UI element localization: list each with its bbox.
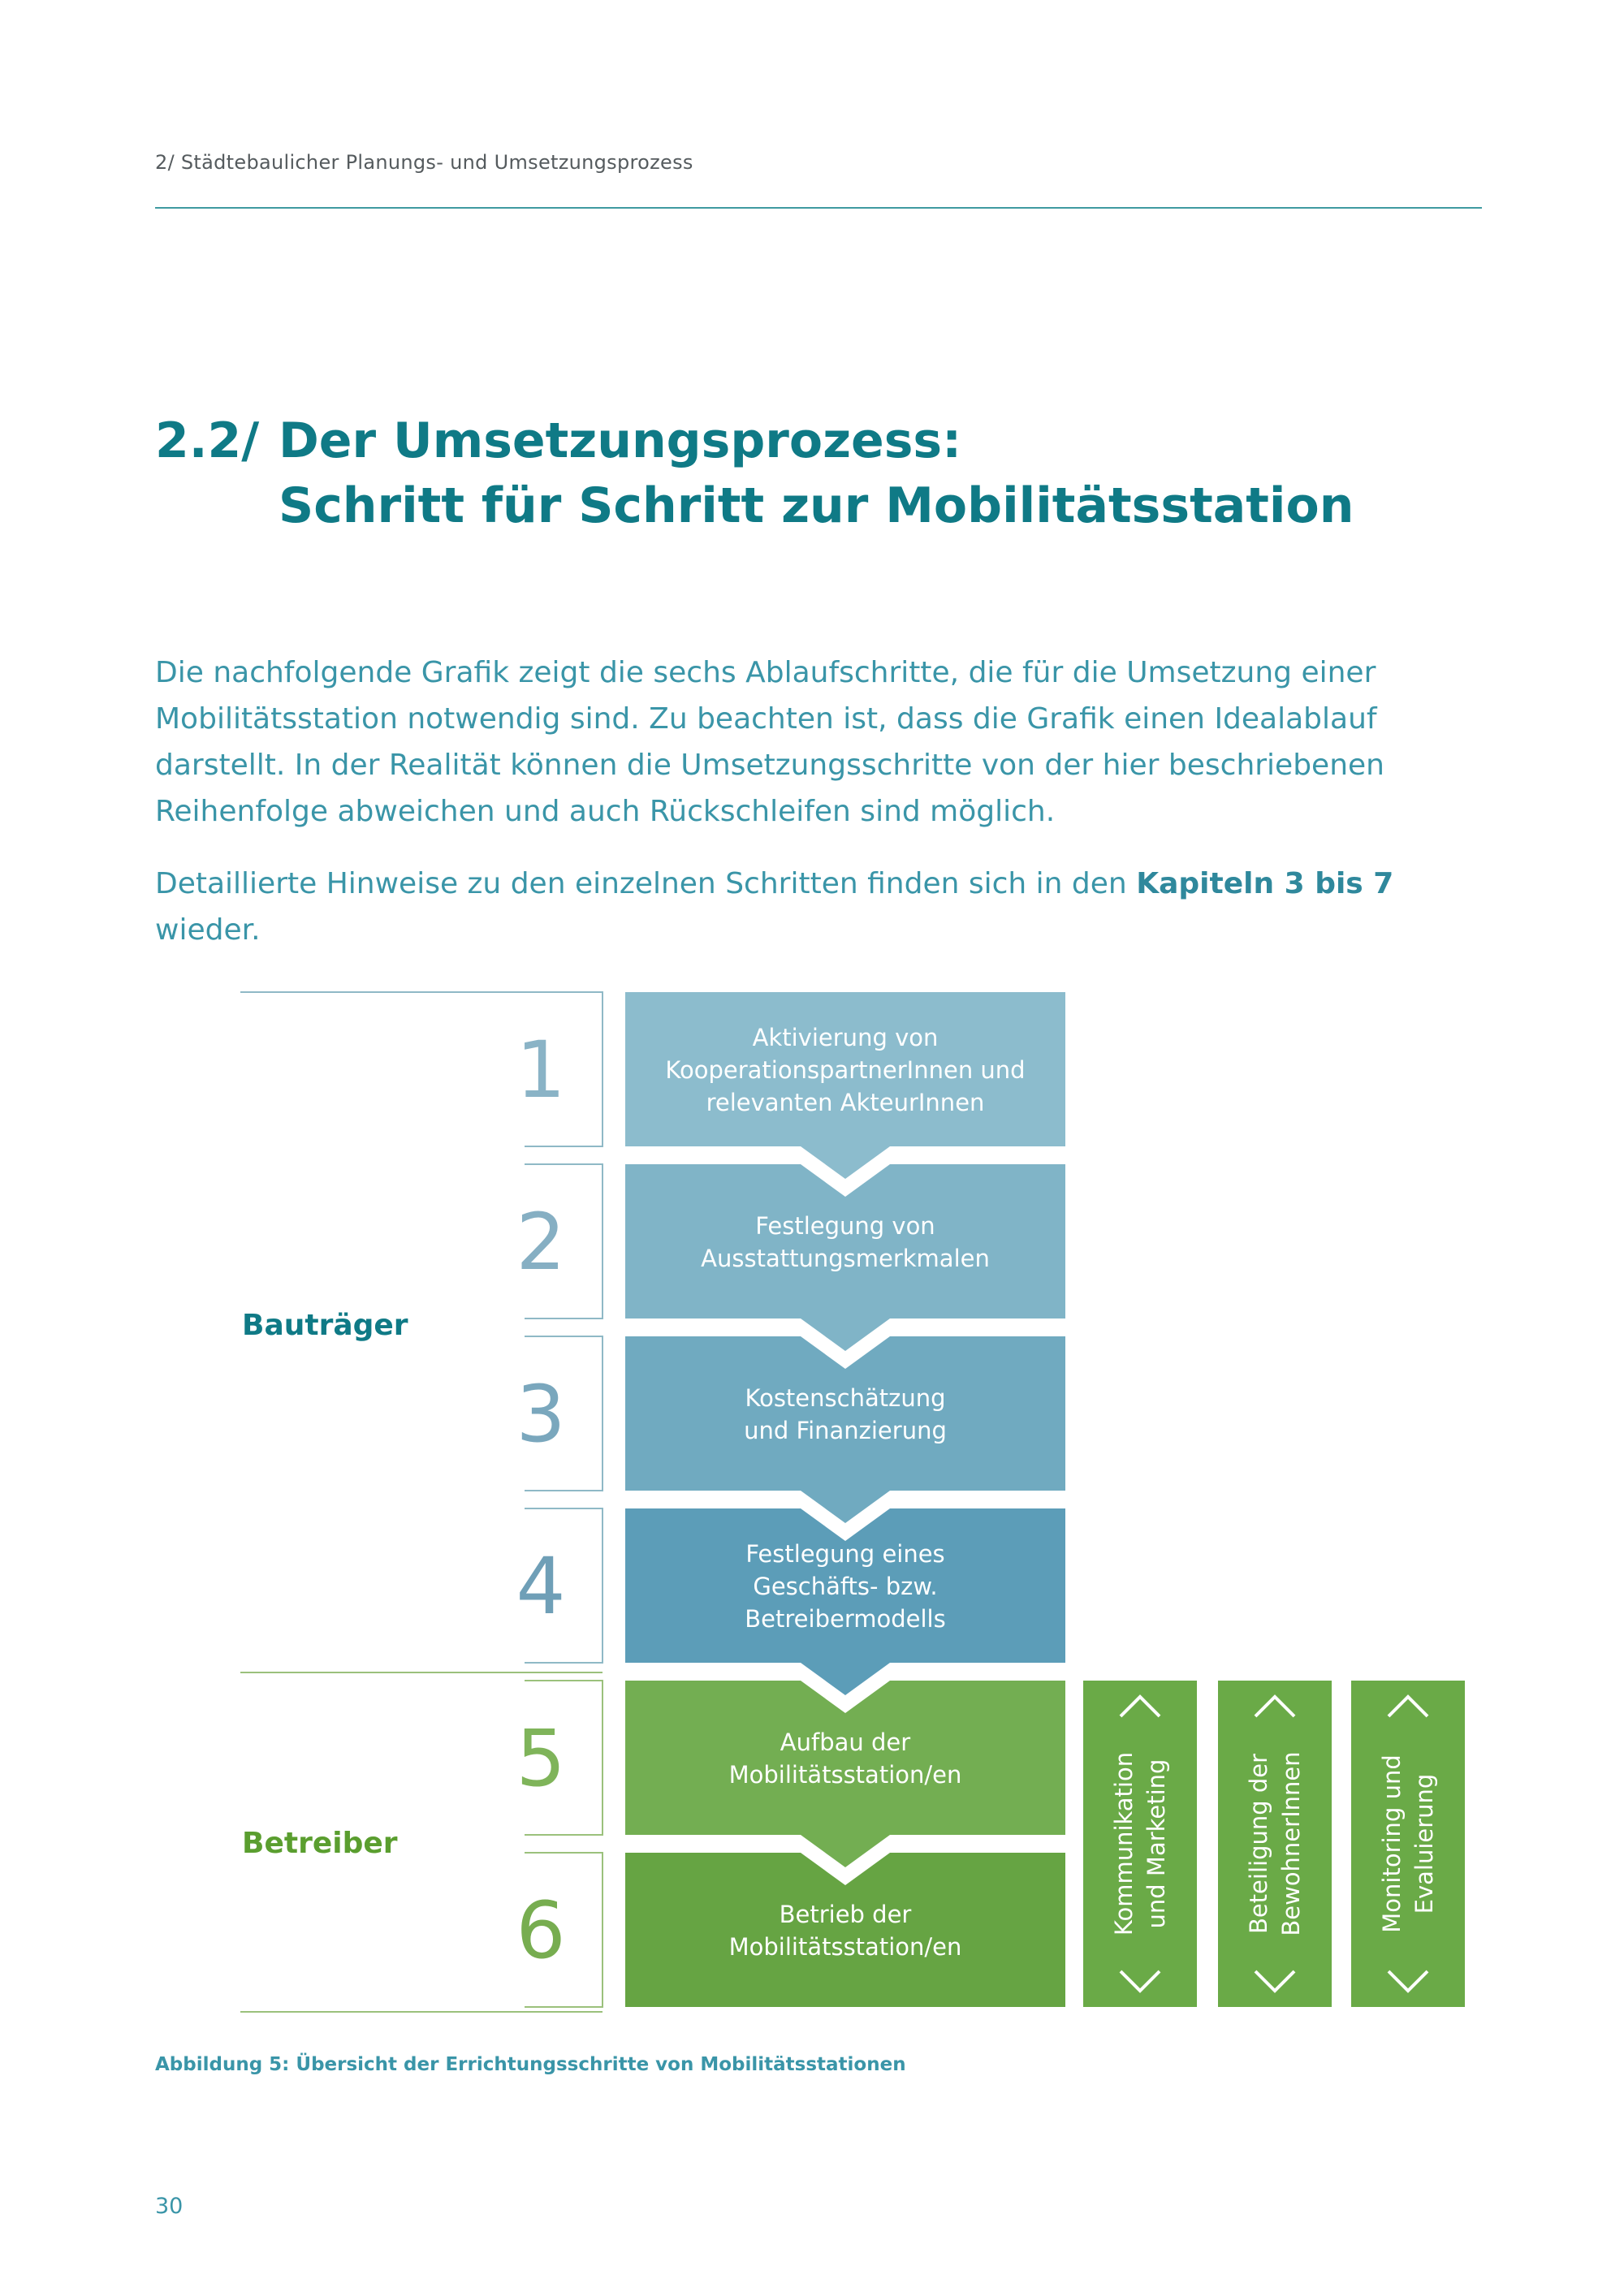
chevron-up-icon <box>1387 1694 1429 1718</box>
chevron-up-icon <box>1119 1694 1161 1718</box>
figure-caption: Abbildung 5: Übersicht der Errichtungssc… <box>155 2054 906 2075</box>
step-block <box>625 1336 1065 1523</box>
section-title-line-1: Der Umsetzungsprozess: <box>279 412 962 469</box>
step-block <box>625 1164 1065 1351</box>
step-label: KooperationspartnerInnen und <box>665 1056 1025 1084</box>
side-column <box>1083 1681 1197 2007</box>
chevron-down-icon <box>1119 1970 1161 1993</box>
step-label: und Finanzierung <box>744 1417 947 1444</box>
step-label: Betreibermodells <box>745 1605 945 1633</box>
group-label: Betreiber <box>242 1827 398 1860</box>
side-column-label: Evaluierung <box>1410 1774 1438 1914</box>
chevron-down-icon <box>1387 1970 1429 1993</box>
step-label: relevanten AkteurInnen <box>706 1089 985 1116</box>
step-label: Festlegung von <box>755 1212 935 1240</box>
reference-text: Detaillierte Hinweise zu den einzelnen S… <box>155 867 1137 900</box>
step-block <box>625 1681 1065 1867</box>
side-column <box>1218 1681 1332 2007</box>
step-number: 4 <box>516 1541 565 1632</box>
step-label: Kostenschätzung <box>745 1384 946 1412</box>
step-number: 5 <box>516 1713 565 1804</box>
step-label: Mobilitätsstation/en <box>729 1933 962 1961</box>
step-bracket <box>525 1852 603 2008</box>
side-column <box>1351 1681 1465 2007</box>
chevron-down-icon <box>1254 1970 1296 1993</box>
step-bracket <box>525 1163 603 1319</box>
step-label: Betrieb der <box>780 1901 912 1928</box>
step-label: Festlegung eines <box>745 1540 944 1568</box>
side-column-label: BewohnerInnen <box>1277 1751 1305 1936</box>
step-bracket <box>525 1508 603 1664</box>
side-column-label: Beteiligung der <box>1245 1754 1272 1934</box>
step-block <box>625 992 1065 1179</box>
intro-paragraph: Die nachfolgende Grafik zeigt die sechs … <box>155 656 1384 828</box>
step-number: 1 <box>516 1025 565 1116</box>
side-column-label: Monitoring und <box>1378 1754 1406 1932</box>
running-head: 2/ Städtebaulicher Planungs- und Umsetzu… <box>155 151 693 174</box>
step-bracket <box>525 1680 603 1836</box>
step-bracket <box>525 1336 603 1491</box>
step-block <box>625 1853 1065 2007</box>
side-column-label: und Marketing <box>1142 1759 1170 1929</box>
step-label: Aufbau der <box>780 1728 910 1756</box>
side-column-label: Kommunikation <box>1110 1752 1138 1936</box>
chapter-reference-paragraph: Detaillierte Hinweise zu den einzelnen S… <box>155 861 1487 953</box>
step-number: 3 <box>516 1369 565 1460</box>
page-number: 30 <box>155 2194 184 2219</box>
step-number: 2 <box>516 1197 565 1288</box>
group-label: Bauträger <box>242 1309 408 1342</box>
step-label: Aktivierung von <box>753 1024 939 1051</box>
step-block <box>625 1508 1065 1695</box>
chapter-reference: Kapiteln 3 bis 7 <box>1136 867 1394 900</box>
section-number: 2.2/ <box>155 412 260 469</box>
step-number: 6 <box>516 1885 565 1976</box>
step-bracket <box>525 991 603 1147</box>
step-label: Geschäfts- bzw. <box>753 1573 937 1600</box>
reference-text-end: wieder. <box>155 913 261 947</box>
chevron-up-icon <box>1254 1694 1296 1718</box>
section-title-line-2: Schritt für Schritt zur Mobilitätsstatio… <box>279 477 1354 534</box>
step-label: Mobilitätsstation/en <box>729 1761 962 1789</box>
step-label: Ausstattungsmerkmalen <box>701 1245 990 1272</box>
header-rule <box>155 207 1482 209</box>
